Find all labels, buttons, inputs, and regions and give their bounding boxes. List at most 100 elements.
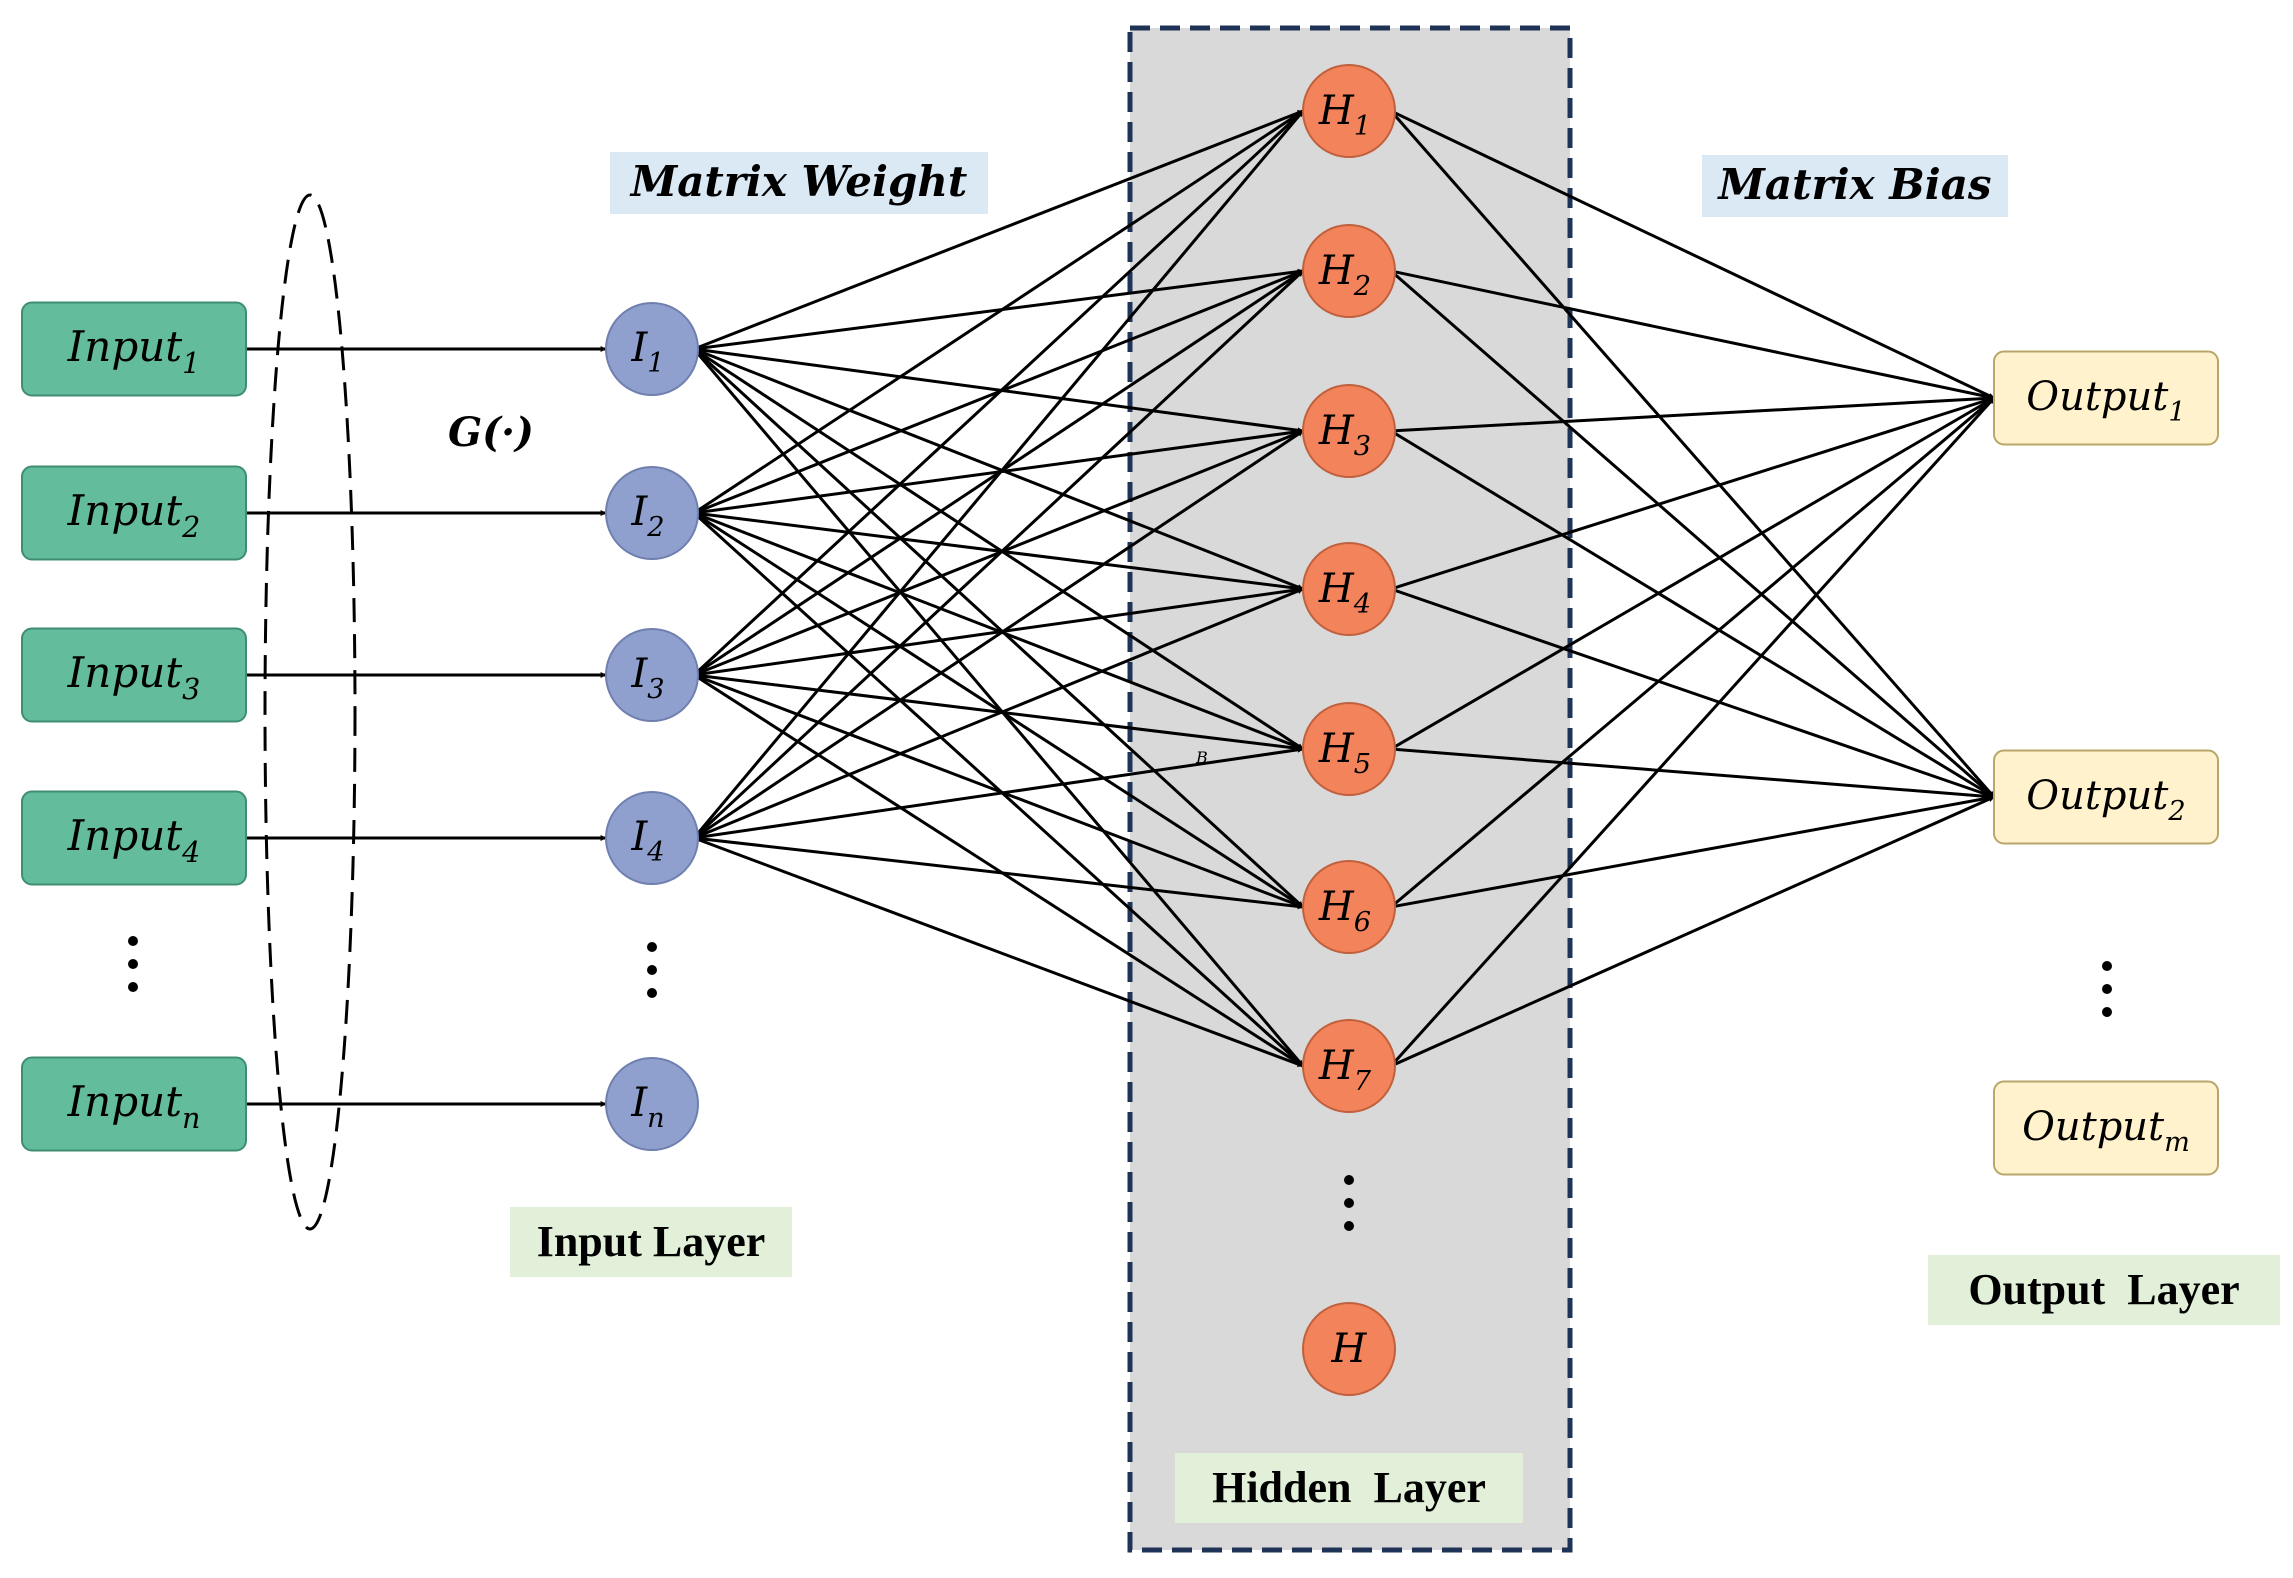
- input-box-label: Input4: [67, 811, 201, 869]
- output-box: [1993, 350, 2219, 446]
- hidden-layer-label: Hidden Layer: [1212, 1463, 1486, 1512]
- weight-edge: [693, 587, 1304, 840]
- hidden-node-label: H6: [1318, 884, 1371, 938]
- hidden-node-label-base: H: [1318, 408, 1355, 454]
- output-box-label-subscript: 1: [2168, 397, 2185, 428]
- output-box-label-base: Output: [2022, 1104, 2165, 1150]
- input-box-label-base: Input: [67, 811, 183, 860]
- weight-edge: [693, 586, 1304, 677]
- output-box-label-subscript: m: [2164, 1127, 2190, 1158]
- weight-edge: [693, 836, 1304, 910]
- output-box-label-base: Output: [2026, 773, 2169, 819]
- input-node-label: In: [630, 1080, 664, 1134]
- hidden-node: [1302, 1302, 1396, 1396]
- input-box: [21, 1056, 247, 1152]
- hidden-node-label: H1: [1318, 88, 1371, 142]
- input-box: [21, 465, 247, 561]
- hidden-node-label: H: [1331, 1326, 1368, 1372]
- input-box: [21, 790, 247, 886]
- input-box-label-subscript: 2: [181, 510, 200, 544]
- input-node-label-base: I: [630, 325, 648, 371]
- input-node-label-subscript: 3: [647, 674, 664, 705]
- input-node: [605, 791, 699, 885]
- output-box-label-base: Output: [2026, 374, 2169, 420]
- weight-edge: [693, 429, 1304, 840]
- input-node-label-subscript: n: [647, 1103, 665, 1134]
- input-box-label-base: Input: [67, 648, 183, 697]
- input-box-label-base: Input: [67, 1077, 183, 1126]
- input-node: [605, 628, 699, 722]
- matrix-weight-label-bg: [610, 152, 988, 214]
- hidden-node-label: H4: [1318, 566, 1371, 620]
- output-edge: [1390, 429, 1995, 799]
- weight-edge: [693, 673, 1304, 909]
- activation-function-label: G(·): [448, 409, 534, 456]
- hidden-node-label-subscript: 2: [1353, 271, 1371, 302]
- input-box-label: Input3: [67, 648, 201, 706]
- weight-edge: [692, 109, 1305, 677]
- input-box-label-subscript: 3: [182, 672, 200, 706]
- weight-edge: [693, 673, 1304, 1068]
- hidden-node-ellipsis-dots: [1344, 1175, 1354, 1231]
- input-box: [21, 301, 247, 397]
- connection-edges: [246, 109, 1996, 1107]
- input-node-label-subscript: 4: [646, 837, 664, 868]
- input-box-label: Inputn: [67, 1077, 201, 1135]
- hidden-node-label: H5: [1318, 726, 1371, 780]
- input-node-label: I2: [630, 489, 664, 543]
- output-box: [1993, 1080, 2219, 1176]
- hidden-node-label-base: H: [1318, 1043, 1355, 1089]
- input-layer-label: Input Layer: [537, 1217, 766, 1266]
- weight-edge: [693, 347, 1304, 591]
- input-node-label: I4: [630, 814, 664, 868]
- input-node-label: I1: [630, 325, 664, 379]
- matrix-bias-label-bg: [1702, 155, 2008, 217]
- weight-edge: [693, 836, 1304, 1068]
- output-box-label: Outputm: [2022, 1104, 2190, 1158]
- weight-edge: [692, 348, 1305, 1067]
- matrix-bias-label: Matrix Bias: [1716, 160, 1991, 209]
- hidden-node-label-base: H: [1318, 248, 1355, 294]
- hidden-node: [1302, 1019, 1396, 1113]
- output-ellipsis-dots: [2102, 961, 2112, 1017]
- weight-edge: [693, 511, 1304, 592]
- weight-edge: [693, 511, 1304, 909]
- input-node-ellipsis-dots: [647, 942, 657, 998]
- input-box-label-subscript: n: [182, 1101, 200, 1135]
- input-node-label-base: I: [630, 814, 648, 860]
- hidden-node: [1302, 860, 1396, 954]
- hidden-node-label-base: H: [1331, 1326, 1368, 1372]
- input-box-label: Input1: [67, 322, 201, 380]
- output-layer-label: Output Layer: [1968, 1265, 2239, 1314]
- weight-edge: [692, 110, 1305, 839]
- input-node: [605, 466, 699, 560]
- output-edge: [1390, 269, 1995, 400]
- hidden-node-label-base: H: [1318, 88, 1355, 134]
- hidden-node-label: H2: [1318, 248, 1371, 302]
- weight-edge: [692, 347, 1305, 909]
- stray-mark: B: [1195, 748, 1208, 767]
- input-node: [605, 1057, 699, 1151]
- input-node-label-base: I: [630, 1080, 648, 1126]
- input-box: [21, 627, 247, 723]
- matrix-weight-label: Matrix Weight: [629, 157, 968, 206]
- hidden-node-label: H7: [1318, 1043, 1372, 1097]
- hidden-node: [1302, 384, 1396, 478]
- output-box-label-subscript: 2: [2167, 796, 2185, 827]
- output-box: [1993, 749, 2219, 845]
- input-box-label-subscript: 4: [181, 835, 200, 869]
- hidden-node-label-base: H: [1318, 884, 1355, 930]
- output-edge: [1389, 110, 1996, 798]
- weight-edge: [693, 746, 1304, 840]
- output-layer-label-bg: [1928, 1255, 2280, 1325]
- output-edge: [1390, 396, 1995, 591]
- hidden-node-label-subscript: 3: [1354, 431, 1371, 462]
- input-box-label: Input2: [67, 486, 201, 544]
- hidden-node-label-subscript: 6: [1354, 907, 1371, 938]
- weight-edge: [693, 347, 1304, 751]
